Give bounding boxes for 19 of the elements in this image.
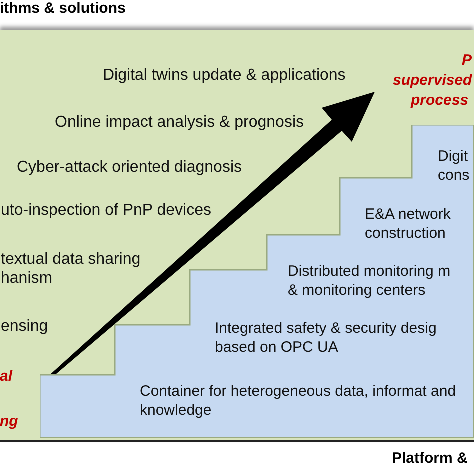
note-text: al: [0, 368, 13, 386]
step-label: Container for heterogeneous data, informat and knowledge: [140, 382, 456, 420]
step-label: Digital twins update & applications: [103, 66, 346, 85]
step-label: Online impact analysis & prognosis: [55, 113, 304, 132]
step-label: Distributed monitoring m & monitoring centers: [288, 262, 451, 300]
note-text: process: [411, 92, 469, 110]
step-label: uto-inspection of PnP devices: [1, 201, 212, 220]
background-panel: [0, 30, 474, 442]
step-label: Digit cons: [438, 147, 470, 185]
step-label: Cyber-attack oriented diagnosis: [17, 158, 242, 177]
heading: Platform &: [392, 450, 468, 468]
note-text: P: [462, 52, 472, 70]
step-label: textual data sharing hanism: [1, 250, 141, 288]
step-label: ensing: [1, 317, 48, 336]
note-text: supervised: [393, 72, 472, 90]
note-text: ng: [0, 413, 18, 431]
heading: ithms & solutions: [0, 0, 126, 18]
step-label: Integrated safety & security desig based on OPC UA: [215, 319, 437, 357]
step-label: E&A network construction: [365, 205, 451, 243]
